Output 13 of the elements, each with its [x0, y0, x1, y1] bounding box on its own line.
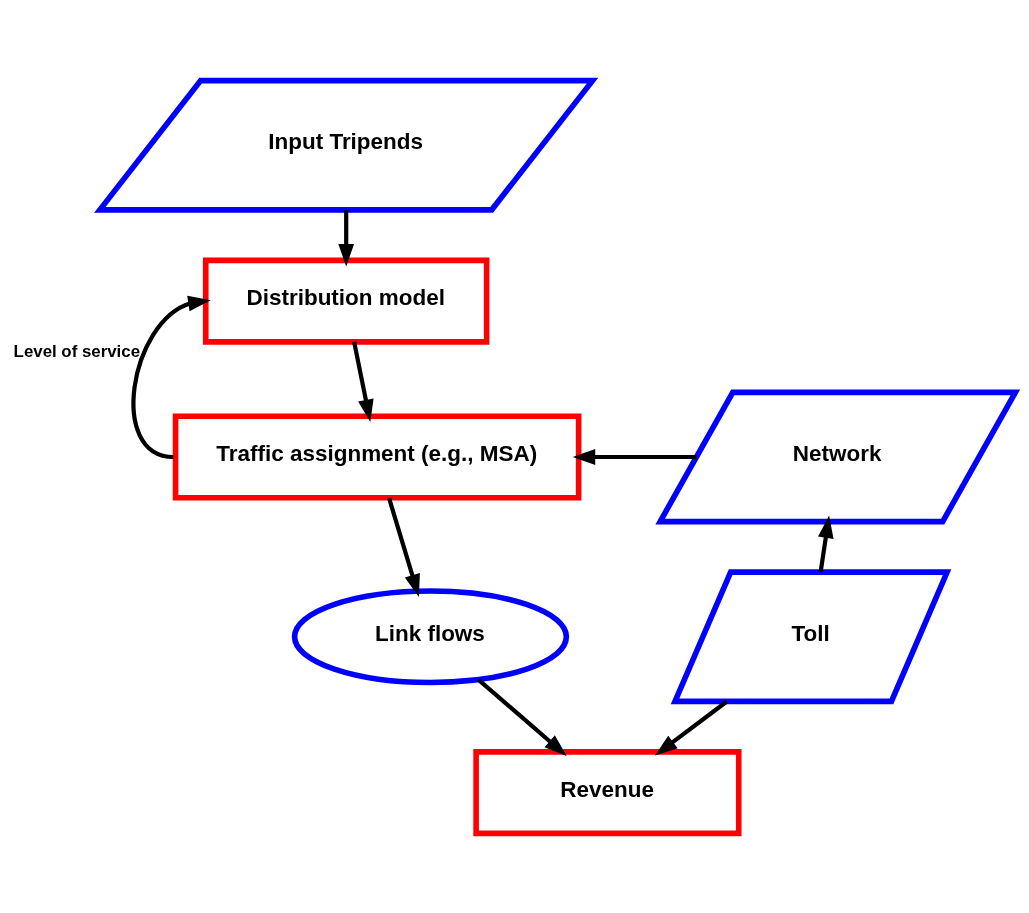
arrow	[572, 448, 697, 465]
node-box: Distribution model	[202, 257, 490, 345]
arrow	[818, 515, 834, 572]
arrow	[654, 699, 728, 756]
node-box: Revenue	[473, 748, 742, 836]
arrow	[131, 295, 211, 459]
arrow	[352, 341, 374, 422]
arrow	[387, 497, 420, 597]
edge-label: Level of service	[13, 341, 141, 361]
arrow	[338, 209, 355, 267]
node-box: Traffic assignment (e.g., MSA)	[172, 412, 582, 501]
node-ellipse: Link flows	[291, 587, 570, 685]
arrow	[476, 677, 567, 756]
